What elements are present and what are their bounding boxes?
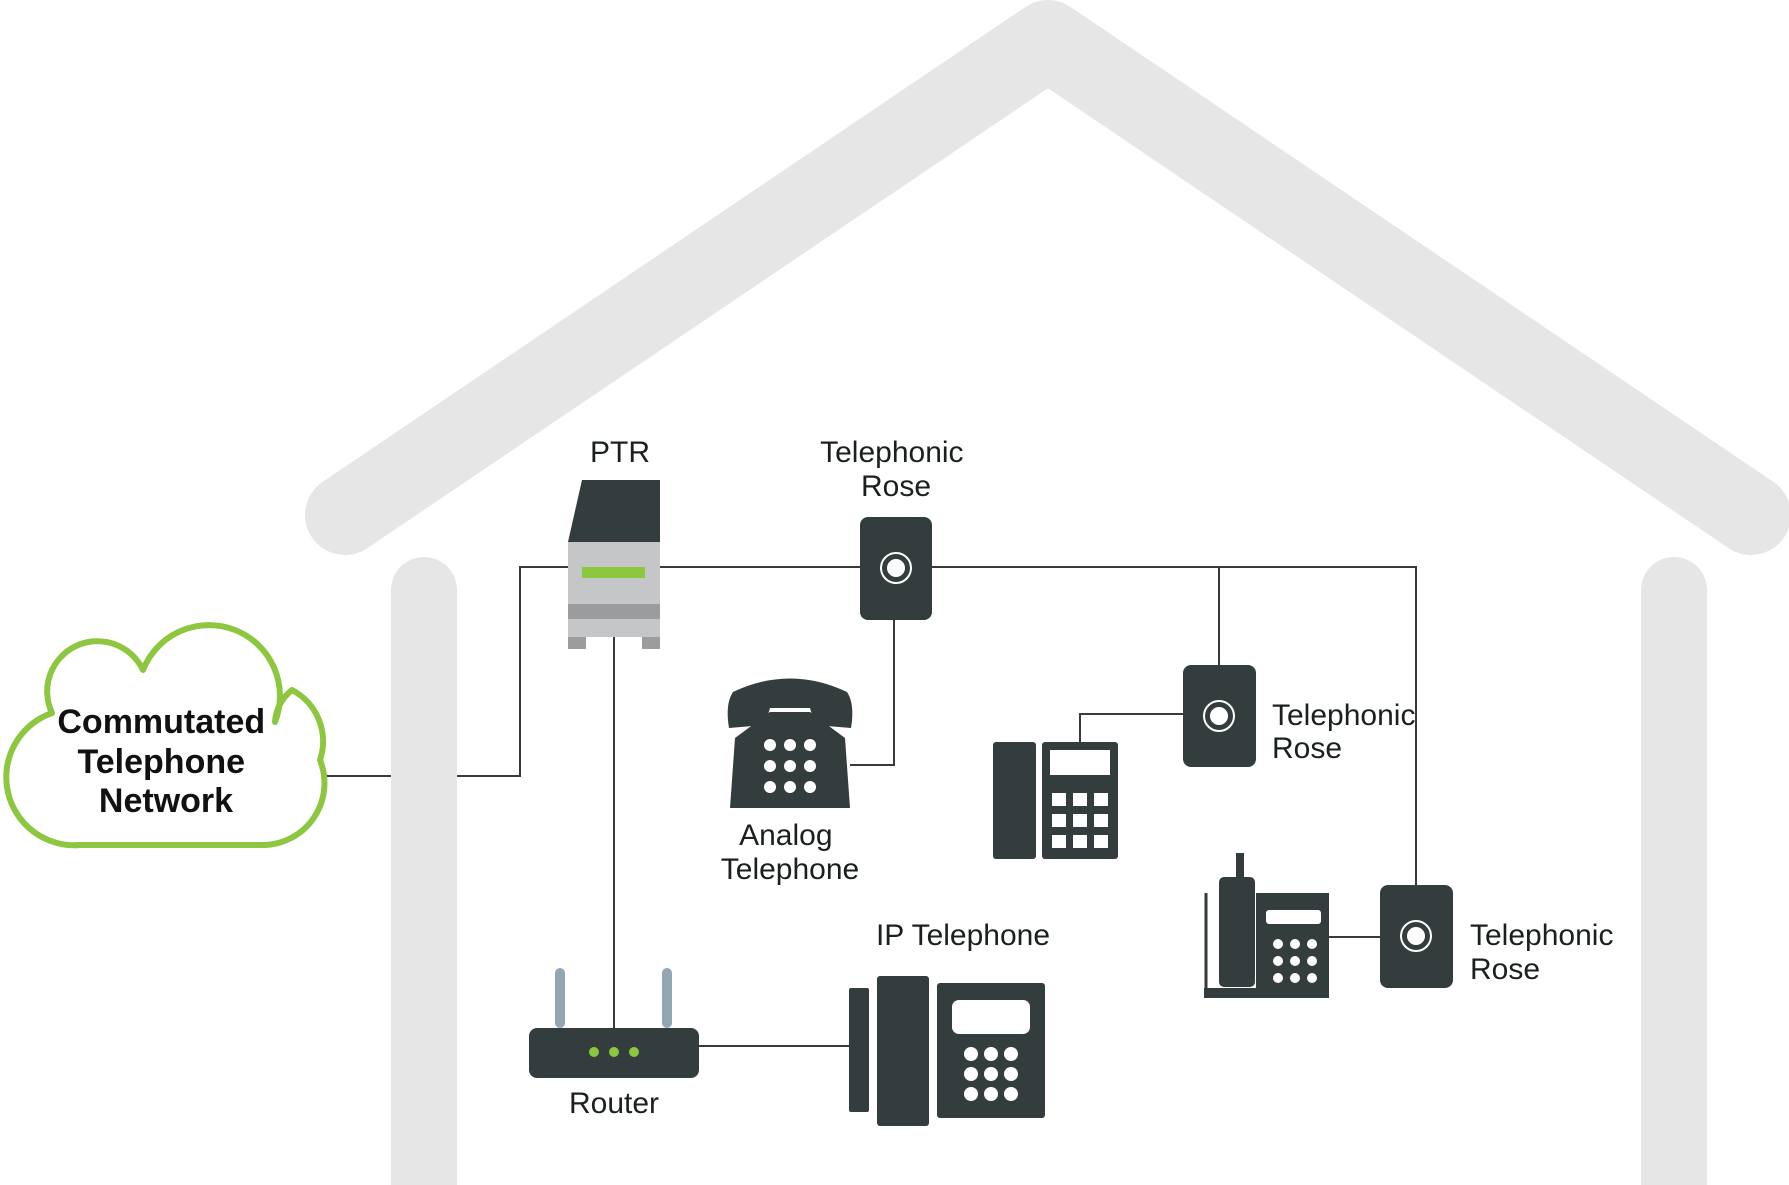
wire-rose-to-analog — [850, 618, 895, 766]
analog-phone-label: Analog Telephone — [721, 819, 859, 886]
ip-telephone-icon — [849, 976, 1045, 1126]
ip-phone-label: IP Telephone — [876, 919, 1050, 952]
rose-bottom-label-line-1: Telephonic — [1470, 919, 1613, 952]
wire-wall-to-ptr — [457, 566, 568, 777]
rose-mid-label: Telephonic Rose — [1272, 699, 1424, 765]
rose-bottom-label-line-2: Rose — [1470, 953, 1540, 986]
wiring — [326, 566, 1417, 1047]
wall-socket-icon — [1183, 665, 1256, 767]
office-phone-keypad — [1052, 793, 1108, 848]
cordless-telephone-icon — [1204, 853, 1329, 998]
ptr-device-icon — [568, 480, 660, 649]
cloud-label-line-3: Network — [99, 782, 233, 820]
wall-socket-icon — [1380, 885, 1453, 988]
analog-keypad — [764, 739, 816, 793]
analog-telephone-icon — [727, 678, 853, 808]
wire-rose-chain — [932, 566, 1417, 887]
analog-phone-label-line-1: Analog — [739, 819, 832, 852]
router-antenna-left — [555, 968, 565, 1028]
cordless-keypad — [1273, 939, 1317, 983]
router-label: Router — [569, 1087, 659, 1120]
cloud-label: Commutated Telephone Network — [57, 703, 274, 820]
ip-phone-keypad — [964, 1047, 1018, 1101]
router-icon — [529, 968, 699, 1078]
office-telephone-icon — [993, 742, 1118, 859]
cloud-label-line-2: Telephone — [78, 743, 246, 781]
wall-socket-icon — [860, 517, 932, 620]
rose-top-label-line-1: Telephonic — [820, 436, 963, 469]
wire-rose-to-office-phone — [1079, 713, 1183, 744]
rose-mid-label-line-1: Telephonic — [1272, 699, 1415, 732]
cloud-label-line-1: Commutated — [57, 703, 265, 741]
router-antenna-right — [662, 968, 672, 1028]
ptr-status-light — [582, 567, 645, 578]
rose-top-label: Telephonic Rose — [820, 436, 972, 503]
rose-bottom-label: Telephonic Rose — [1470, 919, 1622, 986]
rose-top-label-line-2: Rose — [861, 470, 931, 503]
house-outline-icon — [305, 0, 1789, 1185]
analog-phone-label-line-2: Telephone — [721, 853, 859, 886]
rose-mid-label-line-2: Rose — [1272, 732, 1342, 765]
ptr-label: PTR — [590, 436, 650, 469]
cloud-icon: Commutated Telephone Network — [3, 622, 328, 849]
